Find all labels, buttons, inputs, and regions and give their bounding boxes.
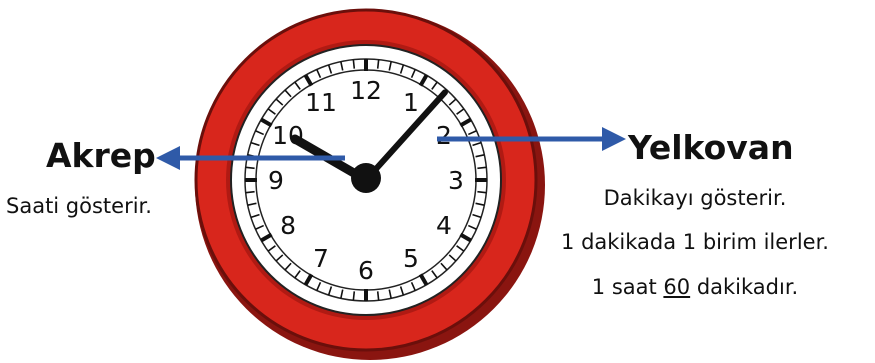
numeral-1: 1: [403, 88, 419, 117]
numeral-12: 12: [350, 76, 382, 105]
numeral-8: 8: [280, 211, 296, 240]
yelkovan-arrow-head: [602, 127, 626, 151]
minute-tick: [353, 291, 354, 300]
minute-tick: [378, 291, 379, 300]
yelkovan-description-2: 1 dakikada 1 birim ilerler.: [515, 230, 875, 254]
minute-tick: [477, 192, 486, 193]
numeral-7: 7: [313, 244, 329, 273]
minute-tick: [477, 167, 486, 168]
minute-tick: [246, 192, 255, 193]
akrep-arrow-head: [156, 146, 180, 170]
yelkovan-desc3-post: dakikadır.: [690, 275, 798, 299]
center-pin: [351, 163, 381, 193]
numeral-11: 11: [305, 88, 337, 117]
yelkovan-description-3: 1 saat 60 dakikadır.: [515, 275, 875, 299]
yelkovan-description-1: Dakikayı gösterir.: [515, 186, 875, 210]
akrep-title: Akrep: [46, 136, 156, 175]
minute-tick: [246, 167, 255, 168]
yelkovan-title: Yelkovan: [628, 128, 794, 167]
numeral-2: 2: [436, 121, 452, 150]
numeral-6: 6: [358, 256, 374, 285]
yelkovan-desc3-pre: 1 saat: [592, 275, 664, 299]
minutes-per-hour-value: 60: [663, 275, 690, 299]
minute-tick: [353, 60, 354, 69]
akrep-description: Saati gösterir.: [6, 194, 152, 218]
numeral-4: 4: [436, 211, 452, 240]
numeral-9: 9: [268, 166, 284, 195]
numeral-3: 3: [448, 166, 464, 195]
numeral-5: 5: [403, 244, 419, 273]
minute-tick: [378, 60, 379, 69]
